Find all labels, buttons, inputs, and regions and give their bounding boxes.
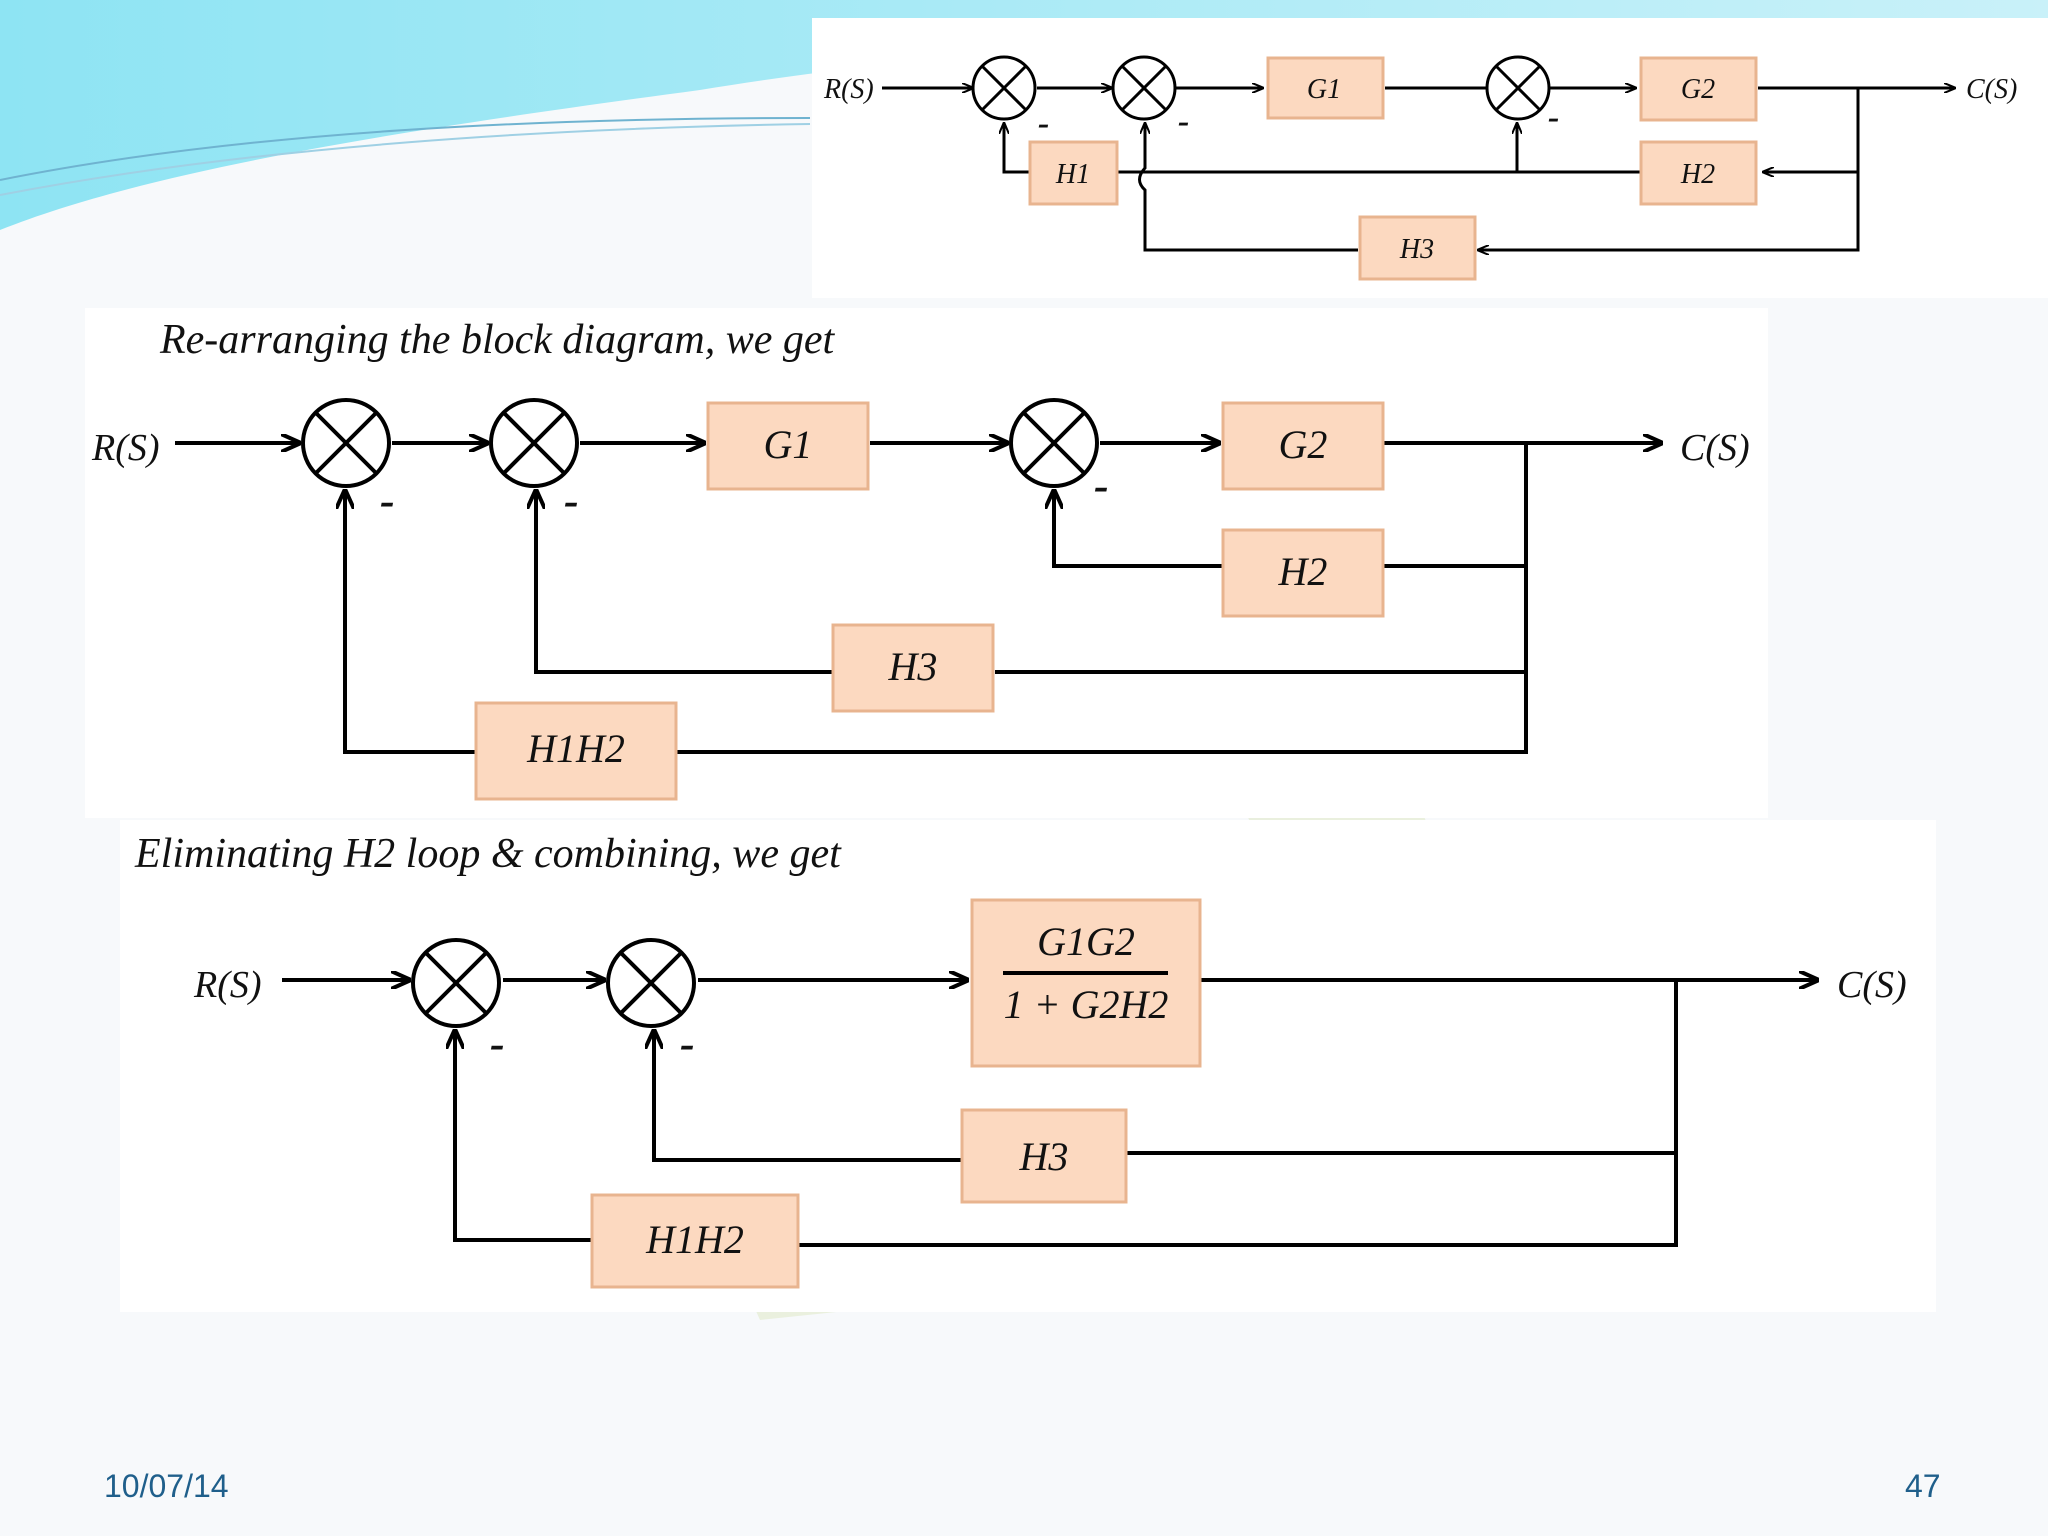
mid-label-h1h2: H1H2 bbox=[526, 726, 625, 771]
top-block-diagram: G1 G2 H1 H2 H3 R(S) C(S) - - - bbox=[823, 55, 2017, 281]
bottom-block-h3 bbox=[960, 1108, 1128, 1204]
mid-input-label: R(S) bbox=[91, 427, 160, 469]
mid-block-h3 bbox=[831, 623, 995, 713]
top-sign-3: - bbox=[1548, 99, 1559, 136]
top-label-h2: H2 bbox=[1680, 159, 1715, 190]
bottom-summing-junction-2 bbox=[606, 938, 696, 1028]
top-summing-junction-2 bbox=[1111, 55, 1177, 121]
mid-block-g1 bbox=[706, 401, 870, 491]
mid-label-h2: H2 bbox=[1278, 549, 1328, 594]
footer-page-number: 47 bbox=[1905, 1468, 1941, 1504]
bottom-label-tf-numerator: G1G2 bbox=[1037, 919, 1135, 964]
bottom-input-label: R(S) bbox=[193, 964, 262, 1006]
top-block-g1 bbox=[1266, 56, 1385, 120]
caption-rearranging: Re-arranging the block diagram, we get bbox=[160, 317, 835, 363]
mid-summing-junction-1 bbox=[301, 398, 391, 488]
middle-block-diagram: G1 G2 H2 H3 H1H2 R(S) C(S) - - - bbox=[91, 398, 1750, 801]
mid-label-g2: G2 bbox=[1279, 422, 1328, 467]
mid-label-h3: H3 bbox=[888, 644, 938, 689]
mid-output-label: C(S) bbox=[1680, 427, 1750, 469]
bottom-sign-1: - bbox=[490, 1019, 505, 1068]
mid-block-h2 bbox=[1221, 528, 1385, 618]
footer-date: 10/07/14 bbox=[104, 1468, 229, 1504]
bottom-block-transfer-function bbox=[970, 898, 1202, 1068]
header-wave-decoration bbox=[0, 0, 2048, 230]
bottom-block-diagram: G1G2 1 + G2H2 H3 H1H2 R(S) C(S) - - bbox=[193, 898, 1907, 1289]
bottom-sign-2: - bbox=[680, 1019, 695, 1068]
top-summing-junction-1 bbox=[971, 55, 1037, 121]
top-sign-2: - bbox=[1178, 103, 1189, 140]
caption-eliminating: Eliminating H2 loop & combining, we get bbox=[135, 831, 841, 877]
top-block-h1 bbox=[1028, 140, 1119, 206]
mid-sign-2: - bbox=[564, 476, 579, 525]
mid-sign-3: - bbox=[1094, 461, 1109, 510]
top-sign-1: - bbox=[1038, 105, 1049, 142]
top-label-g1: G1 bbox=[1307, 74, 1341, 105]
top-block-g2 bbox=[1639, 56, 1758, 122]
bottom-output-label: C(S) bbox=[1837, 964, 1907, 1006]
bottom-summing-junction-1 bbox=[411, 938, 501, 1028]
top-input-label: R(S) bbox=[823, 74, 874, 105]
mid-label-g1: G1 bbox=[764, 422, 813, 467]
top-output-label: C(S) bbox=[1966, 74, 2017, 105]
top-label-h1: H1 bbox=[1055, 159, 1090, 190]
top-label-h3: H3 bbox=[1399, 234, 1434, 265]
bottom-label-h3: H3 bbox=[1019, 1134, 1069, 1179]
middle-diagram-panel bbox=[85, 308, 1768, 818]
mid-sign-1: - bbox=[380, 476, 395, 525]
bottom-label-tf-denominator: 1 + G2H2 bbox=[1004, 982, 1169, 1027]
top-summing-junction-3 bbox=[1485, 55, 1551, 121]
mid-summing-junction-3 bbox=[1009, 398, 1099, 488]
top-block-h3 bbox=[1358, 215, 1477, 281]
mid-block-h1h2 bbox=[474, 701, 678, 801]
top-label-g2: G2 bbox=[1681, 74, 1715, 105]
mid-block-g2 bbox=[1221, 401, 1385, 491]
bottom-label-h1h2: H1H2 bbox=[645, 1217, 744, 1262]
bottom-block-h1h2 bbox=[590, 1193, 800, 1289]
mid-summing-junction-2 bbox=[489, 398, 579, 488]
top-block-h2 bbox=[1639, 140, 1758, 206]
